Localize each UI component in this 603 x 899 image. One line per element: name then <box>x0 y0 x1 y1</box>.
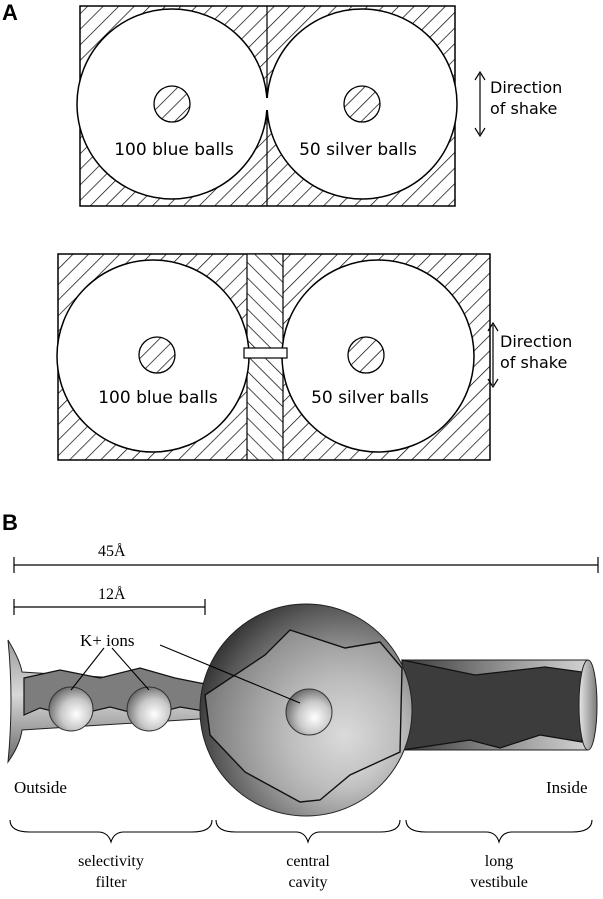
bottom-long-channel <box>243 347 288 359</box>
scale-short-label: 12Å <box>98 585 126 603</box>
outside-label: Outside <box>14 778 67 797</box>
bottom-left-label: 100 blue balls <box>98 388 218 408</box>
bottom-direction-line1: Direction <box>500 332 572 351</box>
vestibule-mouth <box>578 659 598 751</box>
bottom-direction-line2: of shake <box>500 353 567 372</box>
region-2-line1: central <box>286 853 330 870</box>
top-small-hole <box>263 98 271 110</box>
bottom-shake-arrow <box>487 321 499 389</box>
vestibule-inner-wall <box>401 659 583 751</box>
ion-2 <box>126 686 172 732</box>
inside-label: Inside <box>546 778 588 797</box>
region-1-line2: filter <box>95 874 127 891</box>
top-right-hub <box>343 85 381 123</box>
region-2-line2: cavity <box>288 874 327 891</box>
ion-pointer-2 <box>111 647 150 691</box>
bottom-left-hub <box>138 336 176 374</box>
brace-central-cavity <box>215 819 401 844</box>
top-direction-line1: Direction <box>490 78 562 97</box>
bottom-apparatus: 100 blue balls 50 silver balls Direction… <box>56 253 572 461</box>
ion-pointer-1 <box>70 647 105 691</box>
ion-1 <box>48 686 94 732</box>
region-1-line1: selectivity <box>78 853 144 870</box>
region-3-line2: vestibule <box>470 874 528 891</box>
scale-bar-long <box>13 557 599 573</box>
top-apparatus: 100 blue balls 50 silver balls Direction… <box>76 5 562 207</box>
bottom-right-label: 50 silver balls <box>311 388 429 408</box>
brace-selectivity-filter <box>9 819 213 844</box>
potassium-channel <box>7 603 598 817</box>
brace-long-vestibule <box>405 819 593 844</box>
top-left-hub <box>153 85 191 123</box>
panel-b-letter: B <box>2 510 18 535</box>
scale-bar-short <box>13 599 206 615</box>
top-direction-line2: of shake <box>490 99 557 118</box>
ion-pointer-3 <box>159 644 301 704</box>
ions-label: K+ ions <box>80 631 134 650</box>
scale-long-label: 45Å <box>98 542 126 560</box>
region-braces <box>9 819 593 844</box>
bottom-right-hub <box>347 336 385 374</box>
top-right-label: 50 silver balls <box>299 140 417 160</box>
top-left-label: 100 blue balls <box>114 140 234 160</box>
top-shake-arrow <box>474 70 486 138</box>
ion-3 <box>285 688 333 736</box>
region-3-line1: long <box>485 853 513 870</box>
panel-a-letter: A <box>2 0 18 25</box>
